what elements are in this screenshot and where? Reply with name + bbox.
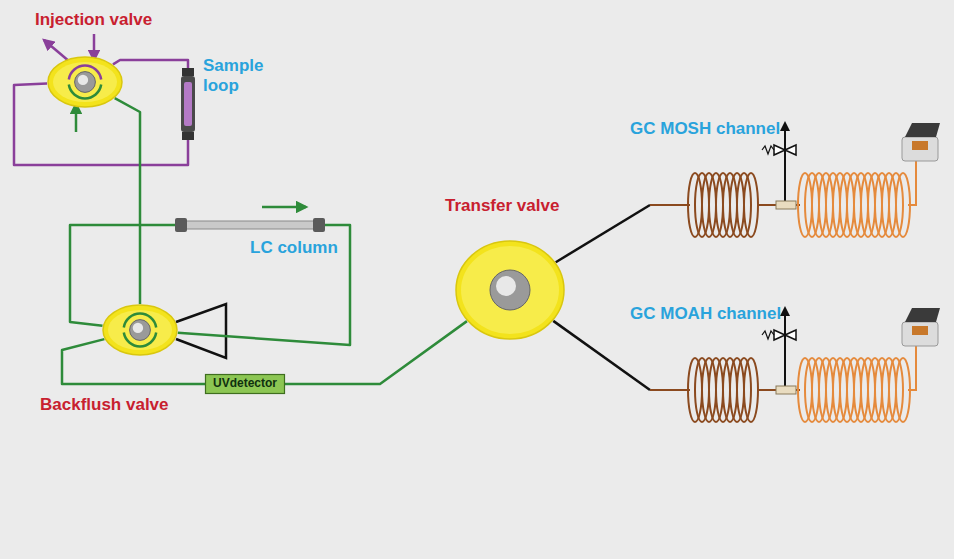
fid-heater	[912, 141, 928, 150]
valve-rotor	[130, 320, 151, 341]
part-label: Injection valve	[35, 10, 152, 30]
injection-valve-shape	[47, 56, 123, 108]
gc-channel-shape	[650, 145, 940, 245]
pump-inlet-arrow	[75, 104, 78, 132]
vent-arrowhead	[780, 121, 790, 131]
gc-channel-shape	[650, 330, 940, 430]
fid-lid	[905, 308, 940, 322]
backflush-valve: Backflush valve	[102, 304, 178, 356]
bypass-loop	[176, 304, 226, 358]
loop-body	[181, 76, 195, 132]
tubing-connector	[115, 98, 140, 304]
valve-body	[48, 57, 122, 107]
tubing-connector	[553, 321, 650, 390]
tubing-connector	[178, 225, 350, 345]
vent-arrowhead	[780, 306, 790, 316]
column-coil	[896, 173, 910, 237]
fid-heater	[912, 326, 928, 335]
transfer-line	[650, 204, 690, 206]
gc-channel: GC MOSH channel	[650, 145, 940, 245]
part-label: GC MOSH channel	[630, 119, 780, 139]
vent-valve	[774, 145, 796, 155]
fid-detector	[902, 137, 938, 161]
sample-inlet-arrow	[93, 34, 96, 60]
part-label: Sample loop	[203, 56, 263, 95]
transfer-line	[650, 389, 690, 391]
precolumn-coil	[744, 358, 758, 422]
tubing-connector	[556, 205, 650, 262]
valve-face	[108, 310, 172, 350]
transfer-valve: Transfer valve	[455, 240, 565, 340]
part-label: Backflush valve	[40, 395, 169, 415]
part-label: LC column	[250, 238, 338, 258]
box-label: UVdetector	[213, 377, 277, 391]
valve-body	[456, 241, 564, 339]
loop-cap	[182, 68, 194, 76]
loop-content	[184, 82, 192, 126]
rotor-highlight	[78, 75, 88, 85]
injection-valve: Injection valve	[47, 56, 123, 108]
uv-detector: UVdetector	[205, 374, 285, 394]
press-fit	[776, 201, 796, 209]
valve-rotor	[490, 270, 530, 310]
valve-face	[53, 62, 117, 102]
vent-line	[784, 314, 786, 386]
detector-line	[908, 161, 916, 205]
detector-box	[206, 375, 285, 394]
column-body	[185, 221, 315, 229]
sample-loop: Sample loop	[181, 68, 195, 140]
column-fitting	[175, 218, 187, 232]
valve-face	[461, 246, 559, 334]
lc-column: LC column	[175, 218, 325, 232]
backflush-valve-shape	[102, 304, 178, 356]
fid-detector	[902, 322, 938, 346]
part-label: Transfer valve	[445, 196, 559, 216]
press-fit	[776, 386, 796, 394]
flow-direction-arrow	[262, 206, 306, 209]
loop-cap	[182, 132, 194, 140]
detector-line	[908, 346, 916, 390]
column-coil	[896, 358, 910, 422]
vent-valve	[774, 330, 796, 340]
tubing-connector	[285, 321, 467, 384]
sample-loop-shape	[181, 68, 195, 140]
part-label: GC MOAH channel	[630, 304, 781, 324]
rotor-highlight	[496, 276, 516, 296]
valve-rotor	[75, 72, 96, 93]
valve-body	[103, 305, 177, 355]
vent-line	[784, 129, 786, 201]
rotor-highlight	[133, 323, 143, 333]
precolumn-coil	[744, 173, 758, 237]
tubing-connector	[113, 60, 188, 68]
fid-lid	[905, 123, 940, 137]
gc-channel: GC MOAH channel	[650, 330, 940, 430]
vent-spring	[762, 146, 774, 154]
column-fitting	[313, 218, 325, 232]
lc-column-shape	[175, 218, 325, 232]
transfer-valve-shape	[455, 240, 565, 340]
waste-outlet-arrow	[44, 40, 70, 62]
vent-spring	[762, 331, 774, 339]
